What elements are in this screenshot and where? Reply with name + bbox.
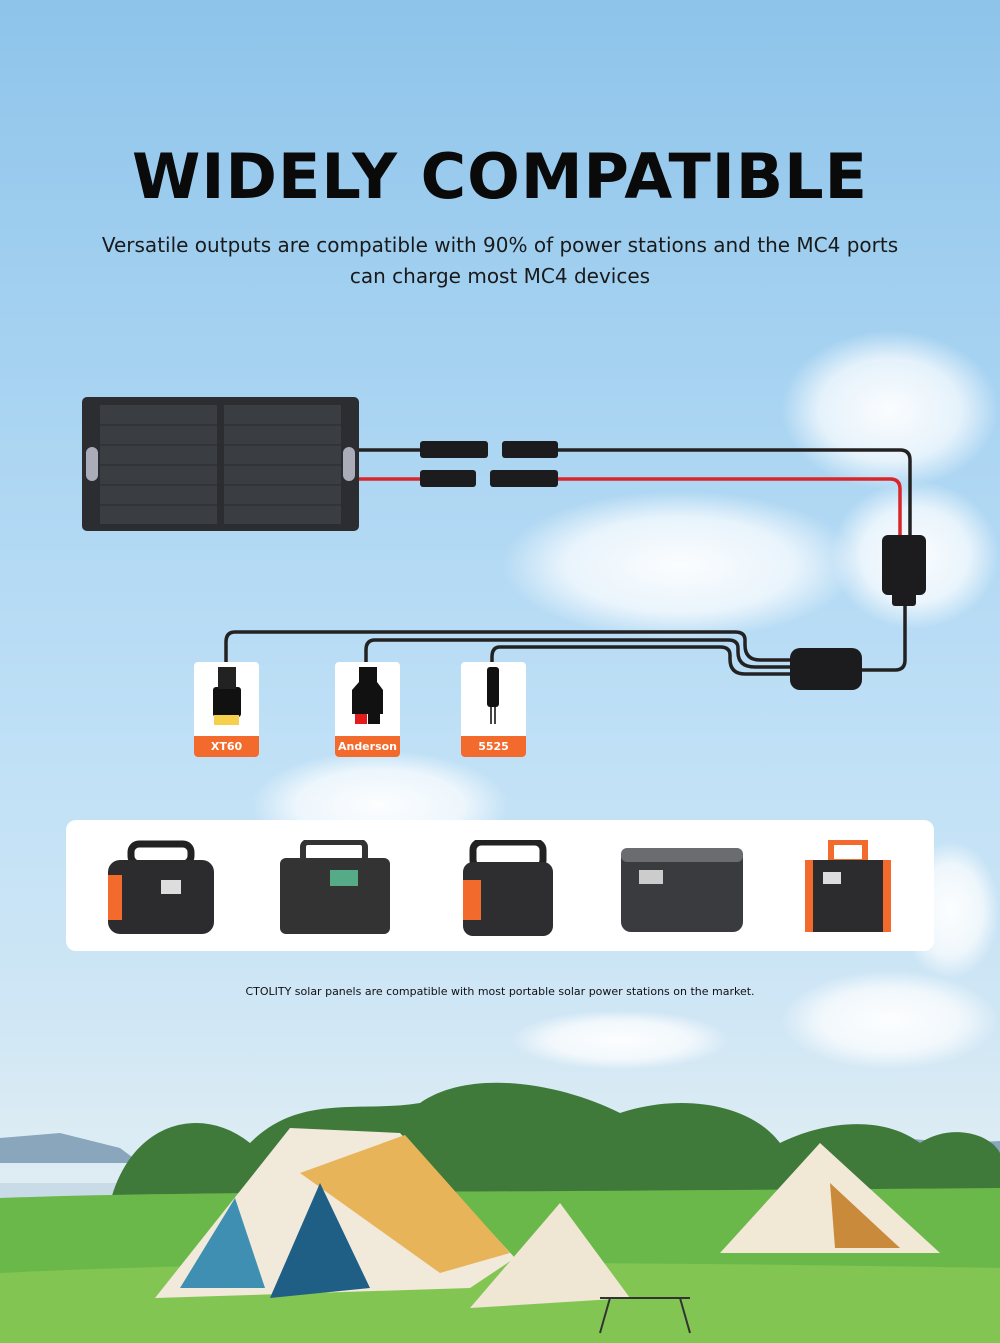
mc4-connectors <box>420 441 558 487</box>
connector-label: Anderson <box>335 736 400 757</box>
connector-label: 5525 <box>461 736 526 757</box>
cloud <box>780 970 1000 1070</box>
connector-xt60: XT60 <box>194 662 259 757</box>
power-station-1 <box>108 840 214 934</box>
solar-panel <box>82 397 359 531</box>
subtitle: Versatile outputs are compatible with 90… <box>101 233 899 288</box>
power-station-2 <box>280 840 390 934</box>
power-station-4 <box>621 848 743 932</box>
y-splitter <box>790 535 926 690</box>
anderson-plug-icon <box>352 667 383 724</box>
compatibility-footnote: CTOLITY solar panels are compatible with… <box>245 985 755 998</box>
small-tent <box>470 1203 630 1308</box>
cloud <box>500 490 860 640</box>
power-station-5 <box>805 840 891 932</box>
power-stations-panel <box>66 820 934 951</box>
large-tent <box>155 1128 515 1298</box>
wiring-diagram <box>82 397 926 690</box>
cloud <box>780 330 1000 490</box>
power-station-3 <box>463 840 553 936</box>
xt60-plug-icon <box>213 667 241 725</box>
page-title: WIDELY COMPATIBLE <box>132 140 868 213</box>
camping-scene <box>0 1082 1000 1343</box>
connector-label: XT60 <box>194 736 259 757</box>
connector-anderson: Anderson <box>335 662 400 757</box>
cloud <box>510 1010 730 1070</box>
connector-5525: 5525 <box>461 662 526 757</box>
dc5525-plug-icon <box>487 667 499 724</box>
right-tent <box>720 1143 940 1253</box>
camp-table <box>599 1297 691 1334</box>
